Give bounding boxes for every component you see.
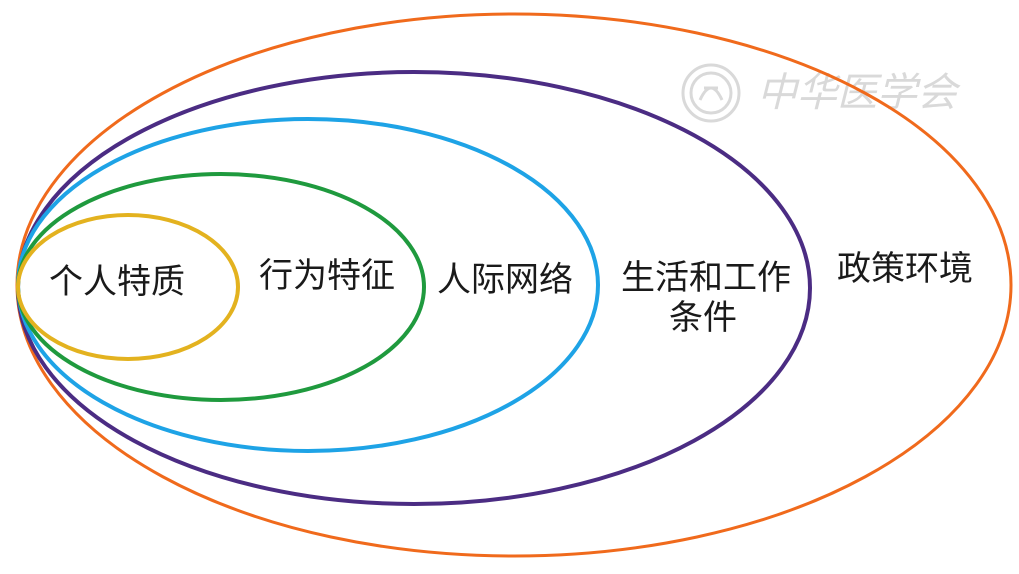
label-living-line1: 生活和工作 (621, 258, 791, 298)
label-living-line2: 条件 (669, 298, 737, 338)
watermark-text: 中华医学会 (757, 70, 961, 116)
label-social: 人际网络 (437, 260, 573, 300)
label-behavior: 行为特征 (259, 256, 395, 296)
ellipse-individual (16, 213, 240, 361)
label-policy: 政策环境 (837, 249, 973, 289)
watermark: 中华医学会 (681, 63, 961, 123)
label-individual: 个人特质 (49, 262, 185, 302)
watermark-seal-icon (681, 63, 741, 123)
